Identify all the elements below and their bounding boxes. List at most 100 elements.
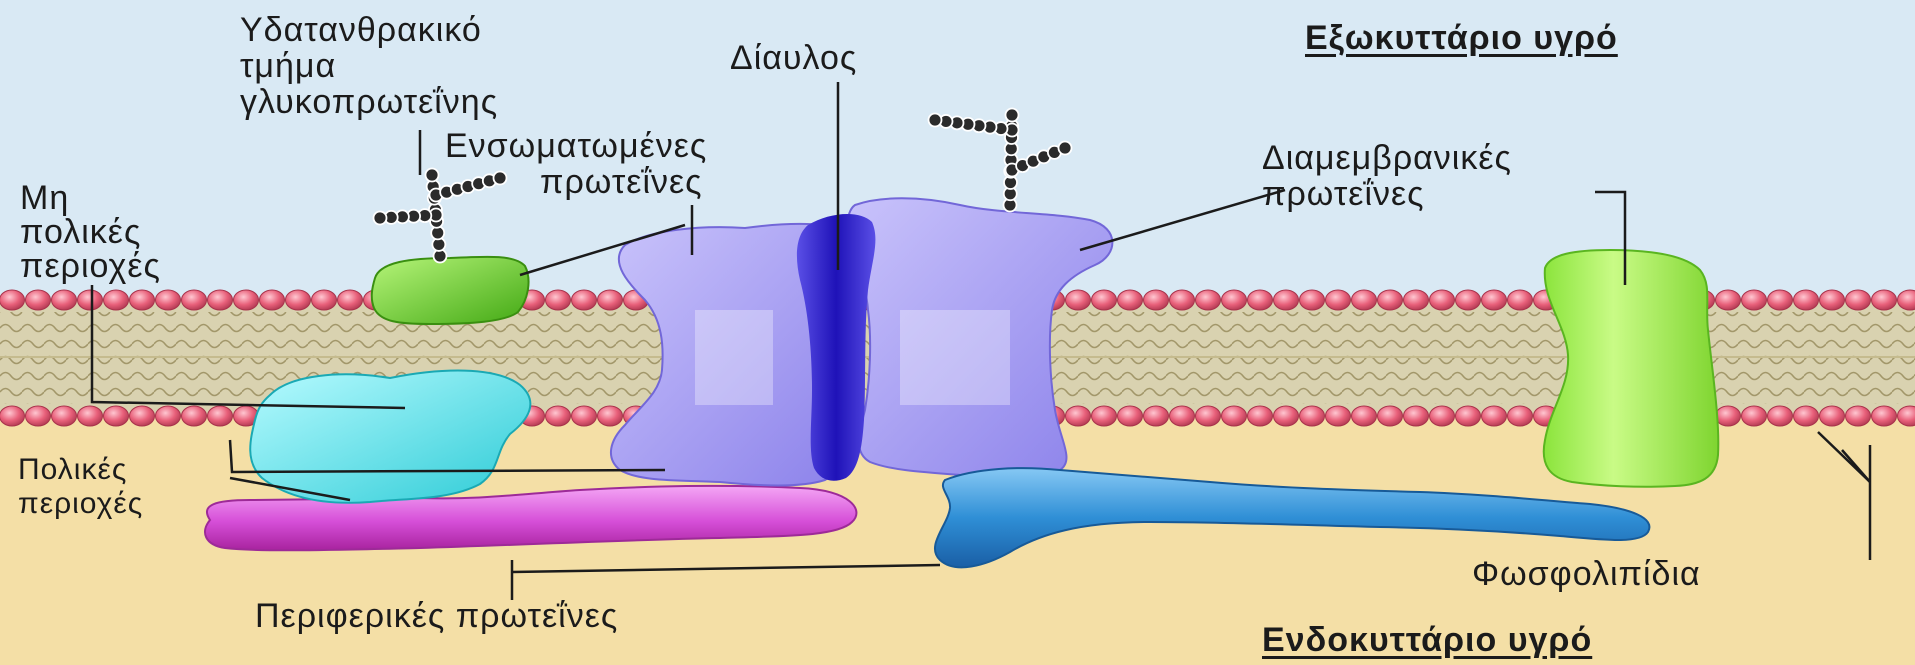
phospholipid-head xyxy=(156,406,181,426)
phospholipid-head xyxy=(1248,290,1273,310)
phospholipid-head xyxy=(0,406,25,426)
transmembrane-protein xyxy=(1544,250,1719,487)
label-nonpolar-line3: περιοχές xyxy=(20,248,161,284)
phospholipid-head xyxy=(312,290,337,310)
phospholipid-head xyxy=(26,406,51,426)
phospholipid-head xyxy=(1742,406,1767,426)
phospholipid-head xyxy=(156,290,181,310)
phospholipid-head xyxy=(1716,290,1741,310)
phospholipid-head xyxy=(1846,290,1871,310)
phospholipid-head xyxy=(1456,406,1481,426)
phospholipid-head xyxy=(1482,406,1507,426)
phospholipid-head xyxy=(1482,290,1507,310)
phospholipid-head xyxy=(546,406,571,426)
label-nonpolar-line2: πολικές xyxy=(20,214,141,250)
phospholipid-head xyxy=(1170,406,1195,426)
phospholipid-head xyxy=(78,290,103,310)
phospholipid-head xyxy=(1404,406,1429,426)
phospholipid-head xyxy=(1794,406,1819,426)
phospholipid-head xyxy=(1300,290,1325,310)
phospholipid-head xyxy=(260,290,285,310)
label-nonpolar-line1: Μη xyxy=(20,180,69,216)
phospholipid-head xyxy=(1144,290,1169,310)
label-peripheral: Περιφερικές πρωτεΐνες xyxy=(255,598,618,634)
phospholipid-head xyxy=(1274,406,1299,426)
phospholipid-head xyxy=(1066,406,1091,426)
phospholipid-head xyxy=(104,290,129,310)
phospholipid-head xyxy=(1716,406,1741,426)
phospholipid-head xyxy=(338,290,363,310)
phospholipid-head xyxy=(182,290,207,310)
label-polar-line2: περιοχές xyxy=(18,486,143,522)
phospholipid-head xyxy=(78,406,103,426)
phospholipid-head xyxy=(182,406,207,426)
phospholipid-head xyxy=(1430,406,1455,426)
phospholipid-head xyxy=(1872,406,1897,426)
phospholipid-head xyxy=(1378,290,1403,310)
phospholipid-head xyxy=(26,290,51,310)
label-carbohydrate-line1: Υδατανθρακικό xyxy=(240,12,482,48)
phospholipid-head xyxy=(1248,406,1273,426)
phospholipid-head xyxy=(52,290,77,310)
phospholipid-head xyxy=(1430,290,1455,310)
phospholipid-head xyxy=(1222,290,1247,310)
label-carbohydrate-line2: τμήμα xyxy=(240,48,336,84)
phospholipid-head xyxy=(1118,406,1143,426)
phospholipid-head xyxy=(52,406,77,426)
phospholipid-head xyxy=(208,290,233,310)
phospholipid-head xyxy=(1378,406,1403,426)
phospholipid-head xyxy=(546,290,571,310)
phospholipid-head xyxy=(1196,406,1221,426)
phospholipid-head xyxy=(572,406,597,426)
label-polar-line1: Πολικές xyxy=(18,452,127,488)
label-intracellular: Ενδοκυττάριο υγρό xyxy=(1262,622,1592,658)
phospholipid-head xyxy=(208,406,233,426)
phospholipid-head xyxy=(1508,290,1533,310)
phospholipid-head xyxy=(0,290,25,310)
phospholipid-head xyxy=(1768,290,1793,310)
phospholipid-head xyxy=(598,290,623,310)
sugar-bead xyxy=(1006,109,1019,122)
phospholipid-head xyxy=(572,290,597,310)
label-transmembrane-line2: πρωτεΐνες xyxy=(1262,176,1425,212)
sugar-bead xyxy=(494,172,507,185)
label-carbohydrate-line3: γλυκοπρωτεΐνης xyxy=(240,84,498,120)
phospholipid-head xyxy=(286,290,311,310)
phospholipid-head xyxy=(1508,406,1533,426)
label-integral-line1: Ενσωματωμένες xyxy=(445,128,707,164)
phospholipid-head xyxy=(1196,290,1221,310)
label-phospholipids: Φωσφολιπίδια xyxy=(1472,556,1701,592)
phospholipid-head xyxy=(104,406,129,426)
sugar-bead xyxy=(1059,142,1072,155)
phospholipid-head xyxy=(1092,406,1117,426)
sugar-bead xyxy=(374,212,387,225)
phospholipid-head xyxy=(130,290,155,310)
sugar-bead xyxy=(426,169,439,182)
phospholipid-head xyxy=(1326,290,1351,310)
phospholipid-head xyxy=(234,290,259,310)
phospholipid-head xyxy=(1768,406,1793,426)
phospholipid-head xyxy=(1742,290,1767,310)
phospholipid-head xyxy=(1872,290,1897,310)
label-channel: Δίαυλος xyxy=(730,40,857,76)
phospholipid-head xyxy=(1326,406,1351,426)
label-extracellular: Εξωκυττάριο υγρό xyxy=(1305,20,1618,56)
phospholipid-head xyxy=(1404,290,1429,310)
phospholipid-head xyxy=(1144,406,1169,426)
phospholipid-head xyxy=(1846,406,1871,426)
phospholipid-head xyxy=(598,406,623,426)
phospholipid-head xyxy=(1092,290,1117,310)
sugar-bead xyxy=(929,114,942,127)
phospholipid-head xyxy=(1820,290,1845,310)
phospholipid-head xyxy=(1274,290,1299,310)
phospholipid-head xyxy=(1352,290,1377,310)
label-integral-line2: πρωτεΐνες xyxy=(540,164,703,200)
phospholipid-head xyxy=(1118,290,1143,310)
phospholipid-head xyxy=(130,406,155,426)
label-transmembrane-line1: Διαμεμβρανικές xyxy=(1262,140,1512,176)
phospholipid-head xyxy=(1300,406,1325,426)
phospholipid-head xyxy=(1794,290,1819,310)
phospholipid-head xyxy=(1222,406,1247,426)
phospholipid-head xyxy=(1170,290,1195,310)
